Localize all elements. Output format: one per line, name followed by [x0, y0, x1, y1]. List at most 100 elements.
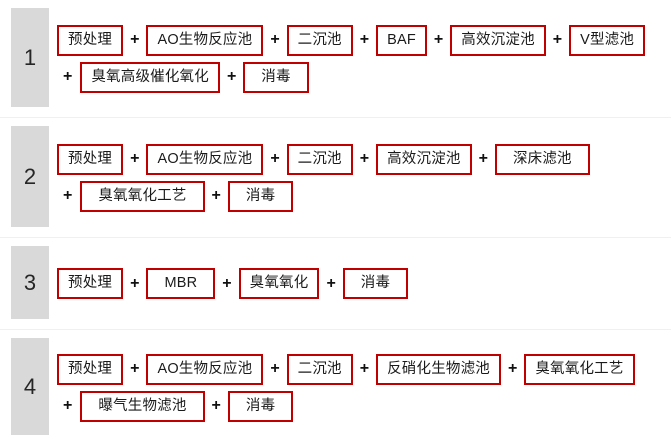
- process-step-box[interactable]: 臭氧高级催化氧化: [80, 61, 220, 93]
- table-row: 2 预处理 + AO生物反应池 + 二沉池 + 高效沉淀池 + 深床滤池 + 臭…: [0, 118, 671, 238]
- process-chain-line: + 臭氧高级催化氧化 + 消毒: [57, 61, 669, 93]
- process-step-box[interactable]: 曝气生物滤池: [80, 390, 205, 422]
- process-step-label: 臭氧高级催化氧化: [91, 68, 209, 85]
- plus-separator: +: [130, 274, 140, 292]
- process-step-label: 臭氧氧化工艺: [535, 360, 624, 377]
- plus-separator: +: [326, 274, 336, 292]
- process-step-box[interactable]: AO生物反应池: [146, 24, 264, 56]
- row-index-label: 1: [23, 44, 37, 70]
- plus-separator: +: [130, 31, 140, 48]
- process-chain-line: 预处理 + MBR + 臭氧氧化 + 消毒: [57, 268, 669, 299]
- row-content: 预处理 + AO生物反应池 + 二沉池 + 反硝化生物滤池 + 臭氧氧化工艺 +…: [55, 330, 671, 445]
- plus-separator: +: [130, 360, 140, 377]
- plus-separator: +: [359, 360, 370, 377]
- process-step-box[interactable]: MBR: [146, 268, 216, 299]
- process-step-label: 二沉池: [297, 31, 342, 48]
- process-step-box[interactable]: 二沉池: [286, 24, 353, 56]
- process-step-label: BAF: [387, 31, 416, 48]
- process-step-box[interactable]: 高效沉淀池: [450, 24, 546, 56]
- process-step-label: AO生物反应池: [157, 31, 253, 48]
- plus-separator: +: [130, 150, 140, 167]
- process-step-label: 二沉池: [297, 360, 342, 377]
- plus-separator: +: [211, 187, 221, 204]
- process-chain-line: 预处理 + AO生物反应池 + 二沉池 + 高效沉淀池 + 深床滤池: [57, 143, 669, 175]
- process-chain-line: + 曝气生物滤池 + 消毒: [57, 390, 669, 422]
- process-step-label: 消毒: [245, 187, 276, 204]
- row-index-cell: 4: [0, 330, 55, 445]
- process-step-label: AO生物反应池: [157, 360, 253, 377]
- process-step-label: 消毒: [245, 397, 276, 414]
- row-index-label: 2: [23, 163, 37, 189]
- plus-separator: +: [359, 150, 370, 167]
- table-row: 4 预处理 + AO生物反应池 + 二沉池 + 反硝化生物滤池 + 臭氧氧化工艺…: [0, 330, 671, 445]
- process-step-label: 臭氧氧化工艺: [98, 187, 187, 204]
- plus-separator: +: [270, 31, 280, 48]
- process-step-box[interactable]: 臭氧氧化工艺: [80, 180, 205, 212]
- process-step-box[interactable]: 反硝化生物滤池: [376, 353, 502, 385]
- plus-separator: +: [63, 187, 73, 204]
- row-index-cell: 3: [0, 238, 55, 329]
- process-step-label: 预处理: [68, 360, 113, 377]
- row-index-cell: 2: [0, 118, 55, 237]
- process-step-box[interactable]: 深床滤池: [494, 143, 590, 175]
- plus-separator: +: [359, 31, 370, 48]
- process-step-label: 深床滤池: [512, 150, 572, 167]
- row-content: 预处理 + AO生物反应池 + 二沉池 + 高效沉淀池 + 深床滤池 + 臭氧氧…: [55, 118, 671, 237]
- plus-separator: +: [270, 360, 280, 377]
- plus-separator: +: [270, 150, 280, 167]
- plus-separator: +: [63, 397, 73, 414]
- process-step-box[interactable]: 消毒: [227, 390, 294, 422]
- row-index-label: 4: [23, 373, 37, 399]
- process-step-box[interactable]: 二沉池: [286, 353, 353, 385]
- row-index-block: 2: [11, 126, 49, 227]
- process-step-label: 高效沉淀池: [461, 31, 535, 48]
- plus-separator: +: [226, 68, 237, 85]
- plus-separator: +: [63, 68, 73, 85]
- row-content: 预处理 + MBR + 臭氧氧化 + 消毒: [55, 238, 671, 329]
- process-step-box[interactable]: 消毒: [243, 61, 309, 93]
- process-step-box[interactable]: 二沉池: [286, 143, 353, 175]
- table-row: 1 预处理 + AO生物反应池 + 二沉池 + BAF + 高效沉淀池 + V型…: [0, 0, 671, 118]
- process-chain-line: + 臭氧氧化工艺 + 消毒: [57, 180, 669, 212]
- process-step-box[interactable]: 预处理: [57, 143, 124, 175]
- table-row: 3 预处理 + MBR + 臭氧氧化 + 消毒: [0, 238, 671, 330]
- process-step-label: 二沉池: [297, 150, 342, 167]
- process-step-box[interactable]: V型滤池: [569, 24, 646, 56]
- row-content: 预处理 + AO生物反应池 + 二沉池 + BAF + 高效沉淀池 + V型滤池…: [55, 0, 671, 117]
- plus-separator: +: [478, 150, 488, 167]
- process-step-label: 消毒: [261, 68, 291, 85]
- plus-separator: +: [508, 360, 518, 377]
- plus-separator: +: [211, 397, 221, 414]
- row-index-block: 3: [11, 246, 49, 319]
- process-step-label: 反硝化生物滤池: [387, 360, 491, 377]
- process-step-label: 预处理: [68, 275, 113, 292]
- process-step-label: 臭氧氧化: [249, 275, 309, 292]
- process-step-box[interactable]: 臭氧氧化工艺: [524, 353, 635, 385]
- process-step-box[interactable]: AO生物反应池: [146, 143, 264, 175]
- process-step-box[interactable]: AO生物反应池: [146, 353, 264, 385]
- process-step-box[interactable]: 高效沉淀池: [376, 143, 472, 175]
- process-chain-line: 预处理 + AO生物反应池 + 二沉池 + 反硝化生物滤池 + 臭氧氧化工艺: [57, 353, 669, 385]
- process-step-box[interactable]: 臭氧氧化: [238, 268, 320, 299]
- plus-separator: +: [433, 31, 444, 48]
- row-index-cell: 1: [0, 0, 55, 117]
- process-step-box[interactable]: 消毒: [227, 180, 294, 212]
- row-index-block: 1: [11, 8, 49, 107]
- plus-separator: +: [552, 31, 563, 48]
- process-step-label: 曝气生物滤池: [98, 397, 187, 414]
- process-step-label: AO生物反应池: [157, 150, 253, 167]
- process-step-label: MBR: [164, 275, 198, 292]
- process-step-label: 预处理: [68, 150, 113, 167]
- process-step-label: V型滤池: [580, 31, 635, 48]
- row-index-label: 3: [23, 269, 37, 295]
- plus-separator: +: [222, 274, 232, 292]
- process-step-box[interactable]: 预处理: [57, 268, 124, 299]
- process-step-label: 高效沉淀池: [387, 150, 461, 167]
- process-step-box[interactable]: BAF: [376, 24, 427, 56]
- process-chain-line: 预处理 + AO生物反应池 + 二沉池 + BAF + 高效沉淀池 + V型滤池: [57, 24, 669, 56]
- process-step-box[interactable]: 消毒: [342, 268, 409, 299]
- process-step-box[interactable]: 预处理: [57, 353, 124, 385]
- process-step-label: 消毒: [360, 275, 391, 292]
- process-step-box[interactable]: 预处理: [57, 24, 124, 56]
